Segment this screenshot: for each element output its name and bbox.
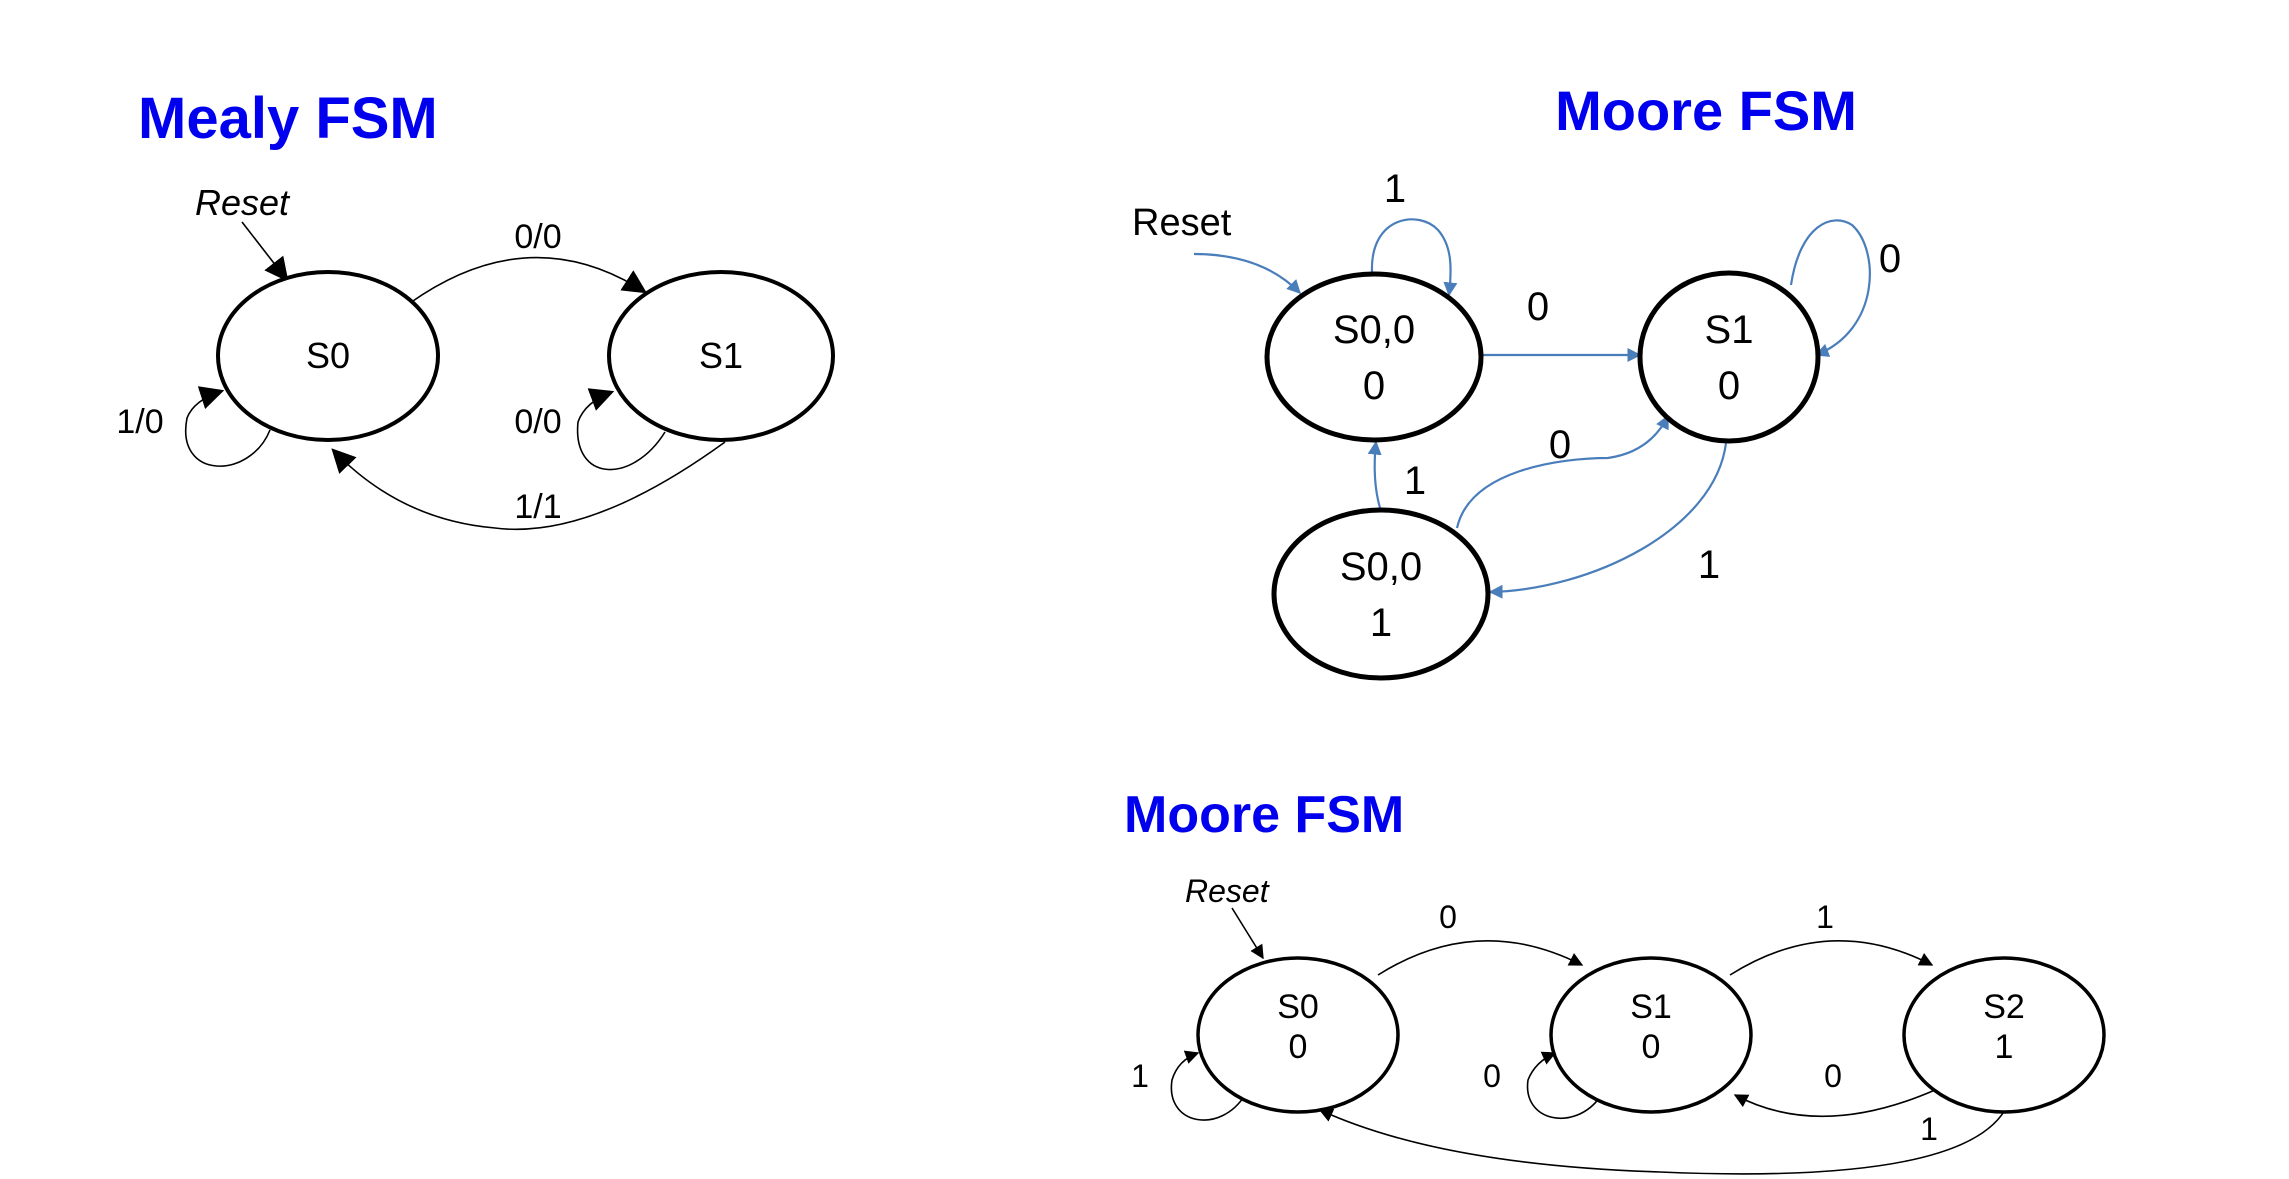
moore2-s0-out: 0	[1289, 1028, 1308, 1066]
moore1-reset-arrow	[1193, 252, 1301, 295]
mealy-edge-s1-s0	[331, 441, 726, 531]
moore1-state-a	[1264, 271, 1484, 443]
moore2-s2-out: 1	[1995, 1028, 2014, 1066]
moore2-edge-s1-self	[1526, 1051, 1601, 1120]
moore2-title: Moore FSM	[1124, 786, 1404, 844]
mealy-s0-label: S0	[306, 335, 350, 376]
mealy-fsm: Mealy FSM Reset S0 S1 0/0 1/0 0/0 1/1	[116, 86, 835, 531]
moore2-reset-arrow	[1231, 907, 1264, 960]
moore2-edge-s1-s2	[1729, 939, 1934, 976]
mealy-reset-arrow	[241, 221, 289, 282]
moore2-label-s2-s0: 1	[1920, 1111, 1938, 1147]
moore2-edge-s0-s1	[1377, 939, 1584, 976]
moore1-b-name: S1	[1705, 308, 1754, 352]
moore2-s1-out: 0	[1642, 1028, 1661, 1066]
moore1-label-a-b: 0	[1527, 285, 1549, 329]
mealy-label-s1-self: 0/0	[514, 403, 561, 441]
mealy-edge-s0-s1	[409, 256, 648, 304]
moore1-edge-b-self	[1789, 219, 1871, 357]
moore1-edge-c-a	[1367, 440, 1382, 509]
moore2-s0-name: S0	[1277, 988, 1319, 1026]
mealy-reset-label: Reset	[195, 182, 291, 223]
moore2-label-s0-self: 1	[1131, 1058, 1149, 1094]
moore1-edge-a-self	[1370, 218, 1458, 297]
moore2-s1-name: S1	[1630, 988, 1672, 1026]
moore2-state-s0	[1196, 956, 1400, 1114]
moore2-label-s0-s1: 0	[1439, 899, 1457, 935]
moore2-label-s2-s1: 0	[1824, 1058, 1842, 1094]
moore1-edge-b-c	[1488, 442, 1728, 599]
moore1-label-c-a: 1	[1404, 459, 1426, 503]
moore2-edge-s2-s1	[1733, 1089, 1936, 1118]
mealy-s1-label: S1	[699, 335, 743, 376]
moore1-state-c	[1271, 507, 1491, 681]
moore1-state-b	[1637, 270, 1821, 444]
moore-fsm-lower: Moore FSM Reset S0 0 S1 0 S2 1 0 1 1 0 0…	[1124, 786, 2106, 1175]
moore1-b-out: 0	[1718, 364, 1740, 408]
mealy-edge-s1-self	[576, 388, 666, 471]
mealy-label-s0-s1: 0/0	[514, 218, 561, 256]
moore1-label-c-b: 0	[1549, 423, 1571, 467]
moore2-edge-s2-s0	[1318, 1108, 2006, 1175]
mealy-state-s0	[216, 270, 440, 442]
moore1-label-a-self: 1	[1384, 167, 1406, 211]
moore2-edge-s0-self	[1170, 1050, 1246, 1121]
moore1-c-name: S0,0	[1340, 545, 1422, 589]
moore1-title: Moore FSM	[1555, 79, 1857, 142]
moore1-label-b-self: 0	[1879, 237, 1901, 281]
moore1-label-b-c: 1	[1698, 543, 1720, 587]
mealy-edge-s0-self	[184, 386, 271, 467]
moore1-reset-label: Reset	[1132, 202, 1232, 244]
moore1-c-out: 1	[1370, 601, 1392, 645]
moore2-state-s2	[1902, 956, 2106, 1114]
mealy-label-s1-s0: 1/1	[514, 488, 561, 526]
moore1-a-name: S0,0	[1333, 308, 1415, 352]
moore-fsm-upper: Moore FSM Reset S0,0 0 S1 0 S0,0 1 1 0 0…	[1132, 79, 1901, 681]
mealy-label-s0-self: 1/0	[116, 403, 163, 441]
moore2-label-s1-s2: 1	[1816, 899, 1834, 935]
mealy-title: Mealy FSM	[138, 86, 438, 151]
moore2-s2-name: S2	[1983, 988, 2025, 1026]
mealy-state-s1	[607, 270, 835, 442]
moore1-edge-c-b	[1455, 414, 1669, 529]
moore1-a-out: 0	[1363, 364, 1385, 408]
moore2-reset-label: Reset	[1185, 873, 1270, 909]
moore2-state-s1	[1549, 956, 1753, 1114]
moore2-label-s1-self: 0	[1483, 1058, 1501, 1094]
